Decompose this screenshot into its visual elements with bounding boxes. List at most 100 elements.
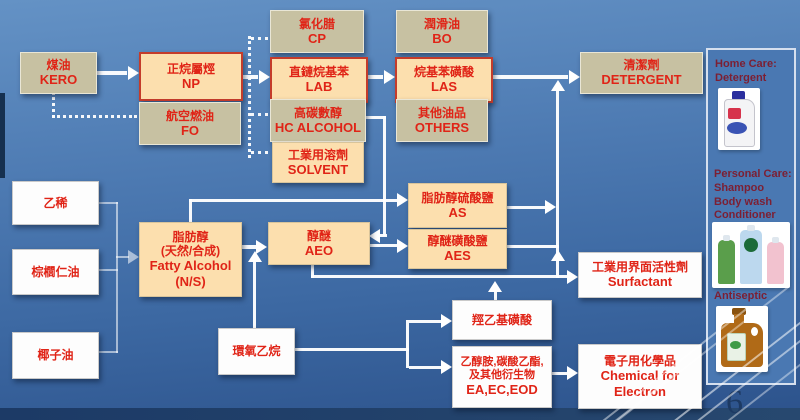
arrowhead-np-lab bbox=[259, 70, 270, 84]
box-eo-zh: 環氧乙烷 bbox=[232, 344, 281, 359]
personal-care-line1: Personal Care: bbox=[714, 168, 792, 180]
box-coconut-zh: 椰子油 bbox=[37, 348, 74, 363]
arrowhead-ea-chem bbox=[567, 366, 578, 380]
box-fatty-zh2: (天然/合成) bbox=[160, 243, 221, 258]
box-surfactant-en: Surfactant bbox=[607, 274, 673, 290]
antiseptic-body bbox=[721, 323, 763, 367]
box-bo: 潤滑油 BO bbox=[396, 10, 488, 53]
connector-fatty-as-horizontal bbox=[189, 199, 397, 202]
antiseptic-line1: Antiseptic bbox=[714, 290, 768, 302]
connector-palm-bracket bbox=[96, 269, 118, 271]
box-solvent-zh: 工業用溶劑 bbox=[287, 147, 348, 162]
home-care-line2: Detergent bbox=[715, 71, 767, 84]
box-aeo-zh: 醇醚 bbox=[306, 228, 331, 243]
home-care-title: Home Care: Detergent bbox=[715, 58, 777, 86]
antiseptic-label-band bbox=[730, 341, 741, 349]
arrowhead-into-ea bbox=[441, 360, 452, 374]
box-hc-alcohol: 高碳數醇 HC ALCOHOL bbox=[270, 99, 366, 142]
bodywash-green-cap bbox=[723, 235, 730, 241]
box-lab-en: LAB bbox=[305, 79, 333, 95]
bodywash-bottle-blue bbox=[740, 225, 762, 284]
box-kero-zh: 煤油 bbox=[46, 58, 71, 72]
box-las: 烷基苯磺酸 LAS bbox=[395, 57, 493, 103]
box-chem-zh: 電子用化學品 bbox=[603, 353, 676, 368]
dotted-np-cp bbox=[251, 37, 268, 40]
arrowhead-iso-up bbox=[488, 281, 502, 292]
box-fatty-zh: 脂肪醇 bbox=[172, 229, 209, 244]
dotted-np-hc bbox=[251, 113, 268, 116]
box-solvent: 工業用溶劑 SOLVENT bbox=[272, 142, 364, 183]
arrowhead-into-iso bbox=[441, 314, 452, 328]
bodywash-bottles-image bbox=[712, 222, 790, 288]
arrowhead-into-as bbox=[397, 193, 408, 207]
arrowhead-trunk-up bbox=[551, 80, 565, 91]
box-others-en: OTHERS bbox=[414, 119, 470, 135]
connector-eo-right bbox=[292, 348, 409, 351]
bottom-strip bbox=[0, 408, 800, 420]
box-electron-chemical: 電子用化學品 Chemical for Electron bbox=[578, 344, 702, 409]
detergent-bottle-cap bbox=[732, 91, 745, 100]
connector-aes-trunk bbox=[506, 245, 559, 248]
box-cp: 氯化腊 CP bbox=[270, 10, 364, 53]
personal-care-title: Personal Care: Shampoo Body wash Conditi… bbox=[714, 168, 792, 223]
connector-hc-right bbox=[364, 116, 386, 119]
detergent-label-red bbox=[728, 108, 741, 119]
connector-aeo-aes bbox=[369, 244, 397, 247]
bodywash-blue-cap bbox=[746, 225, 756, 231]
box-aeo: 醇醚 AEO bbox=[268, 222, 370, 265]
arrowhead-trunk-mid-up bbox=[551, 250, 565, 261]
box-coconut-oil: 椰子油 bbox=[12, 332, 99, 379]
box-aeo-en: AEO bbox=[304, 242, 334, 258]
box-ea-zh: 乙醇胺,碳酸乙酯, bbox=[460, 356, 544, 369]
dotted-kero-down bbox=[52, 92, 55, 118]
box-ethylene: 乙稀 bbox=[12, 181, 99, 225]
arrowhead-eo-up bbox=[248, 251, 262, 262]
connector-kero-np bbox=[95, 71, 127, 75]
connector-bracket-vertical bbox=[116, 202, 118, 353]
box-kero-en: KERO bbox=[39, 72, 78, 88]
bodywash-bottle-green bbox=[718, 235, 735, 284]
connector-eo-bracket bbox=[406, 320, 409, 368]
connector-lab-las bbox=[364, 75, 383, 79]
box-chem-en2: Electron bbox=[613, 383, 666, 399]
box-bo-zh: 潤滑油 bbox=[423, 16, 460, 31]
box-aes-en: AES bbox=[444, 248, 471, 264]
box-np: 正烷屬烴 NP bbox=[139, 52, 243, 101]
arrowhead-as-trunk bbox=[545, 200, 556, 214]
antiseptic-title: Antiseptic bbox=[714, 290, 767, 304]
connector-hc-into-aeo bbox=[380, 234, 387, 237]
box-others-zh: 其他油品 bbox=[417, 105, 466, 120]
box-ea-en: EA,EC,EOD bbox=[466, 382, 538, 398]
box-chem-en: Chemical for bbox=[600, 368, 680, 384]
dotted-kero-fo bbox=[52, 115, 137, 118]
personal-care-line2: Shampoo bbox=[714, 181, 765, 194]
antiseptic-bottle-image bbox=[716, 306, 768, 372]
product-sidebar: Home Care: Detergent Personal Care: Sham… bbox=[706, 48, 796, 385]
box-as-en: AS bbox=[448, 204, 467, 220]
connector-surfactant-feed bbox=[311, 275, 567, 278]
dotted-np-trunk bbox=[248, 36, 251, 158]
box-as: 脂肪醇硫酸鹽 AS bbox=[408, 183, 507, 228]
box-aes-zh: 醇醚磺酸鹽 bbox=[427, 234, 488, 248]
box-detergent: 清潔劑 DETERGENT bbox=[580, 52, 703, 94]
dotted-np-solvent bbox=[251, 151, 268, 154]
arrowhead-hc-aeo bbox=[369, 229, 380, 243]
box-detergent-en: DETERGENT bbox=[601, 72, 682, 88]
box-solvent-en: SOLVENT bbox=[287, 161, 349, 177]
box-cp-zh: 氯化腊 bbox=[298, 16, 335, 31]
connector-hc-down bbox=[383, 116, 386, 236]
box-fo-en: FO bbox=[180, 122, 200, 138]
page-number: 6 bbox=[726, 384, 743, 420]
box-fatty-en2: (N/S) bbox=[175, 273, 206, 289]
box-palm-kernel-oil: 棕櫚仁油 bbox=[12, 249, 99, 295]
bodywash-pink-cap bbox=[772, 237, 779, 243]
box-kero: 煤油 KERO bbox=[20, 52, 97, 94]
box-np-zh: 正烷屬烴 bbox=[166, 61, 215, 76]
box-ethylene-oxide: 環氧乙烷 bbox=[218, 328, 295, 375]
box-las-en: LAS bbox=[431, 79, 457, 95]
connector-eo-up bbox=[253, 262, 256, 328]
box-surfactant-zh: 工業用界面活性劑 bbox=[591, 260, 688, 274]
bodywash-logo bbox=[744, 238, 758, 252]
box-palm-zh: 棕櫚仁油 bbox=[31, 264, 80, 279]
